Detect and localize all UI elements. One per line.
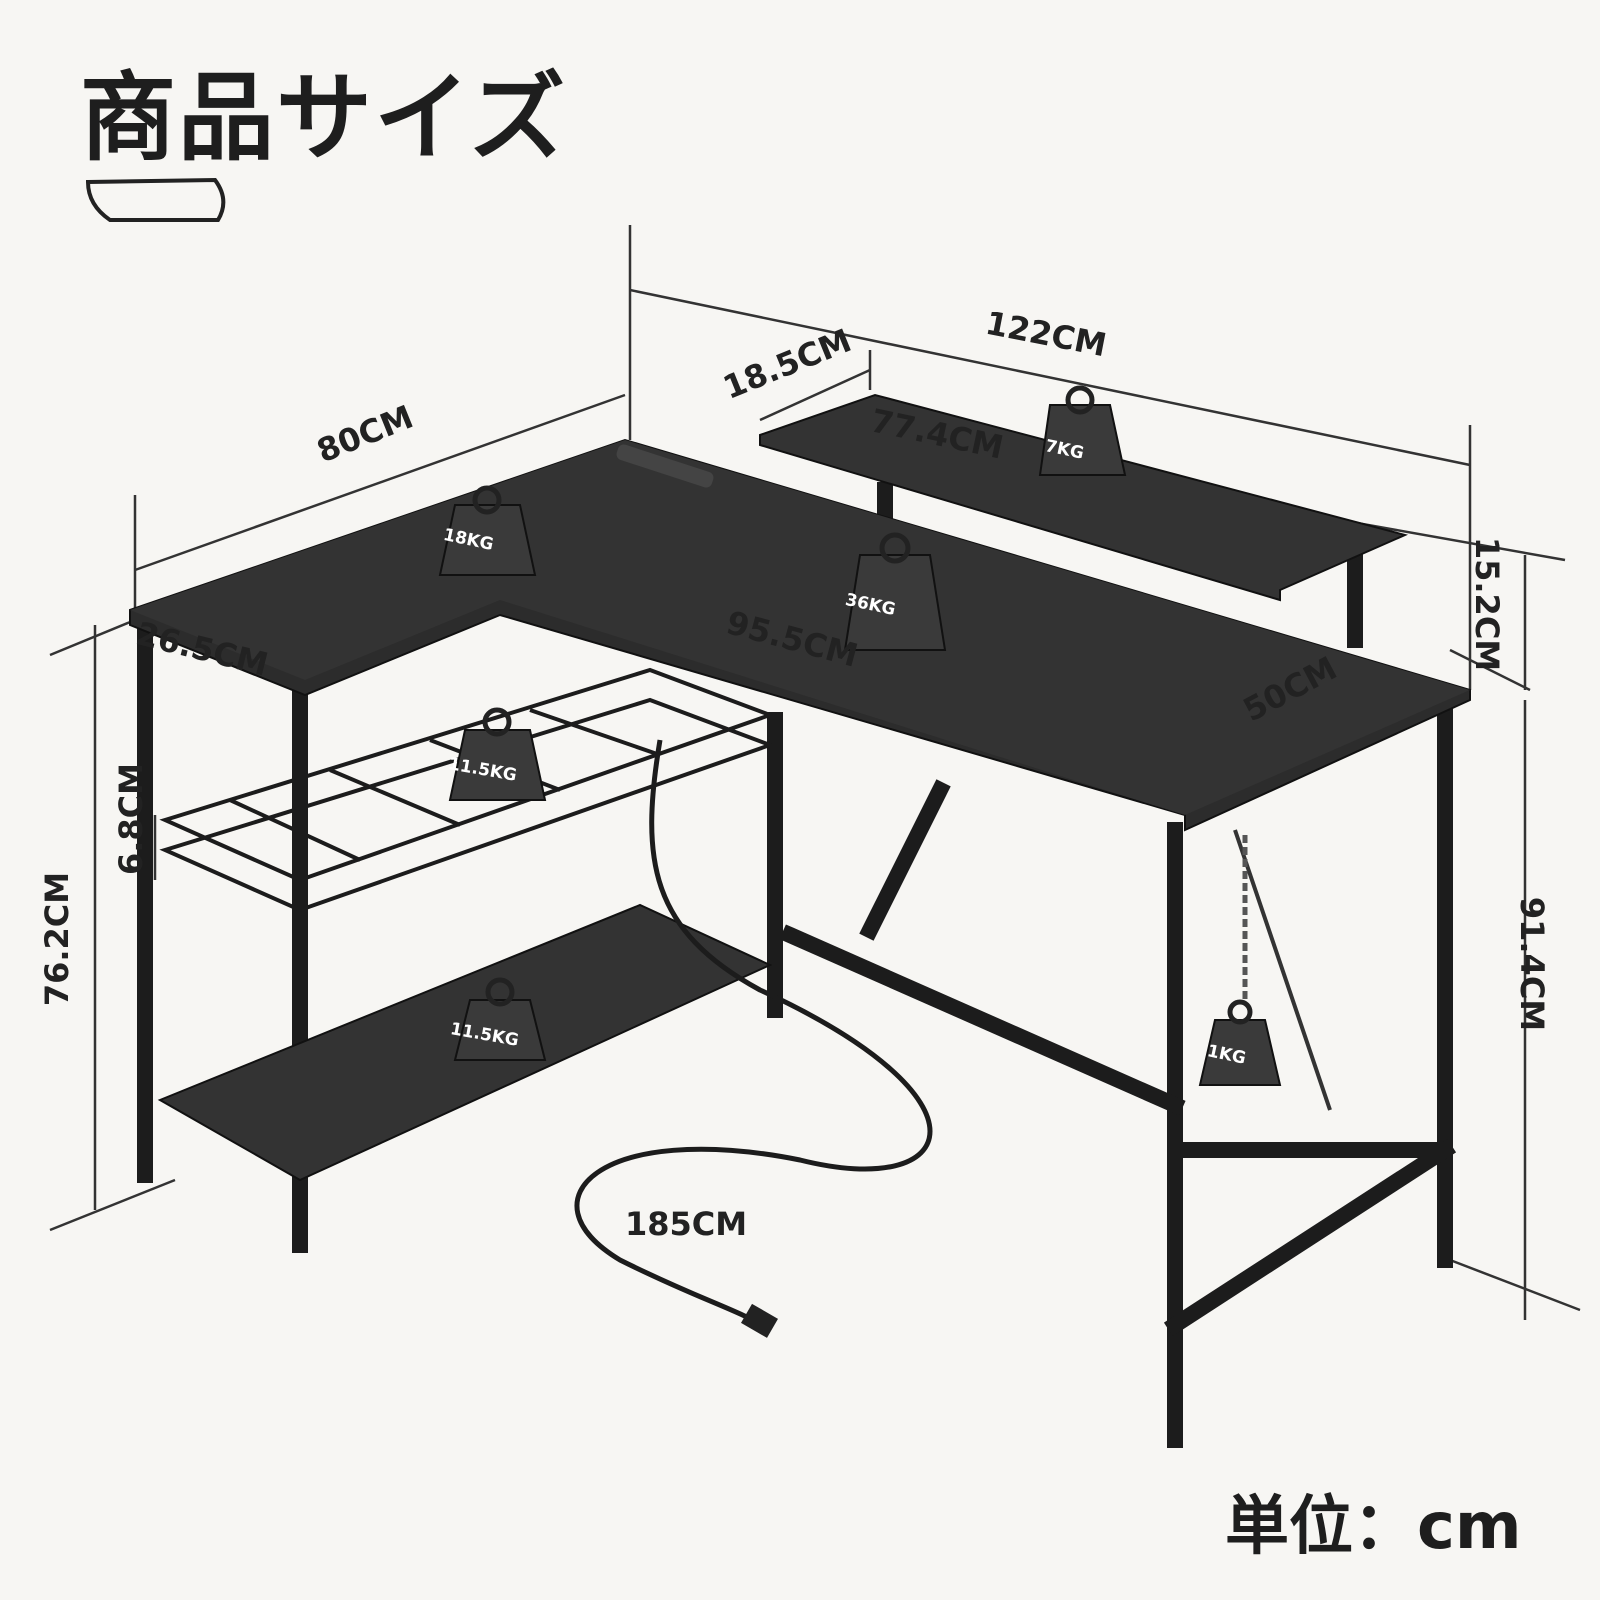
dim-total-height: 91.4CM — [1513, 896, 1552, 1032]
monitor-shelf — [759, 393, 1409, 602]
power-cord — [574, 739, 933, 1333]
unit-label: 単位：cm — [1225, 1490, 1522, 1564]
dim-cord-length: 185CM — [625, 1205, 748, 1243]
title-decoration — [85, 177, 226, 222]
power-plug — [741, 1303, 778, 1338]
dim-shelf-height: 15.2CM — [1468, 536, 1507, 672]
weight-icons — [438, 385, 1282, 1086]
dim-desk-height: 76.2CM — [38, 871, 77, 1007]
power-strip — [616, 444, 714, 488]
page-title: 商品サイズ — [80, 62, 568, 174]
dim-basket-height: 6.8CM — [112, 762, 151, 876]
